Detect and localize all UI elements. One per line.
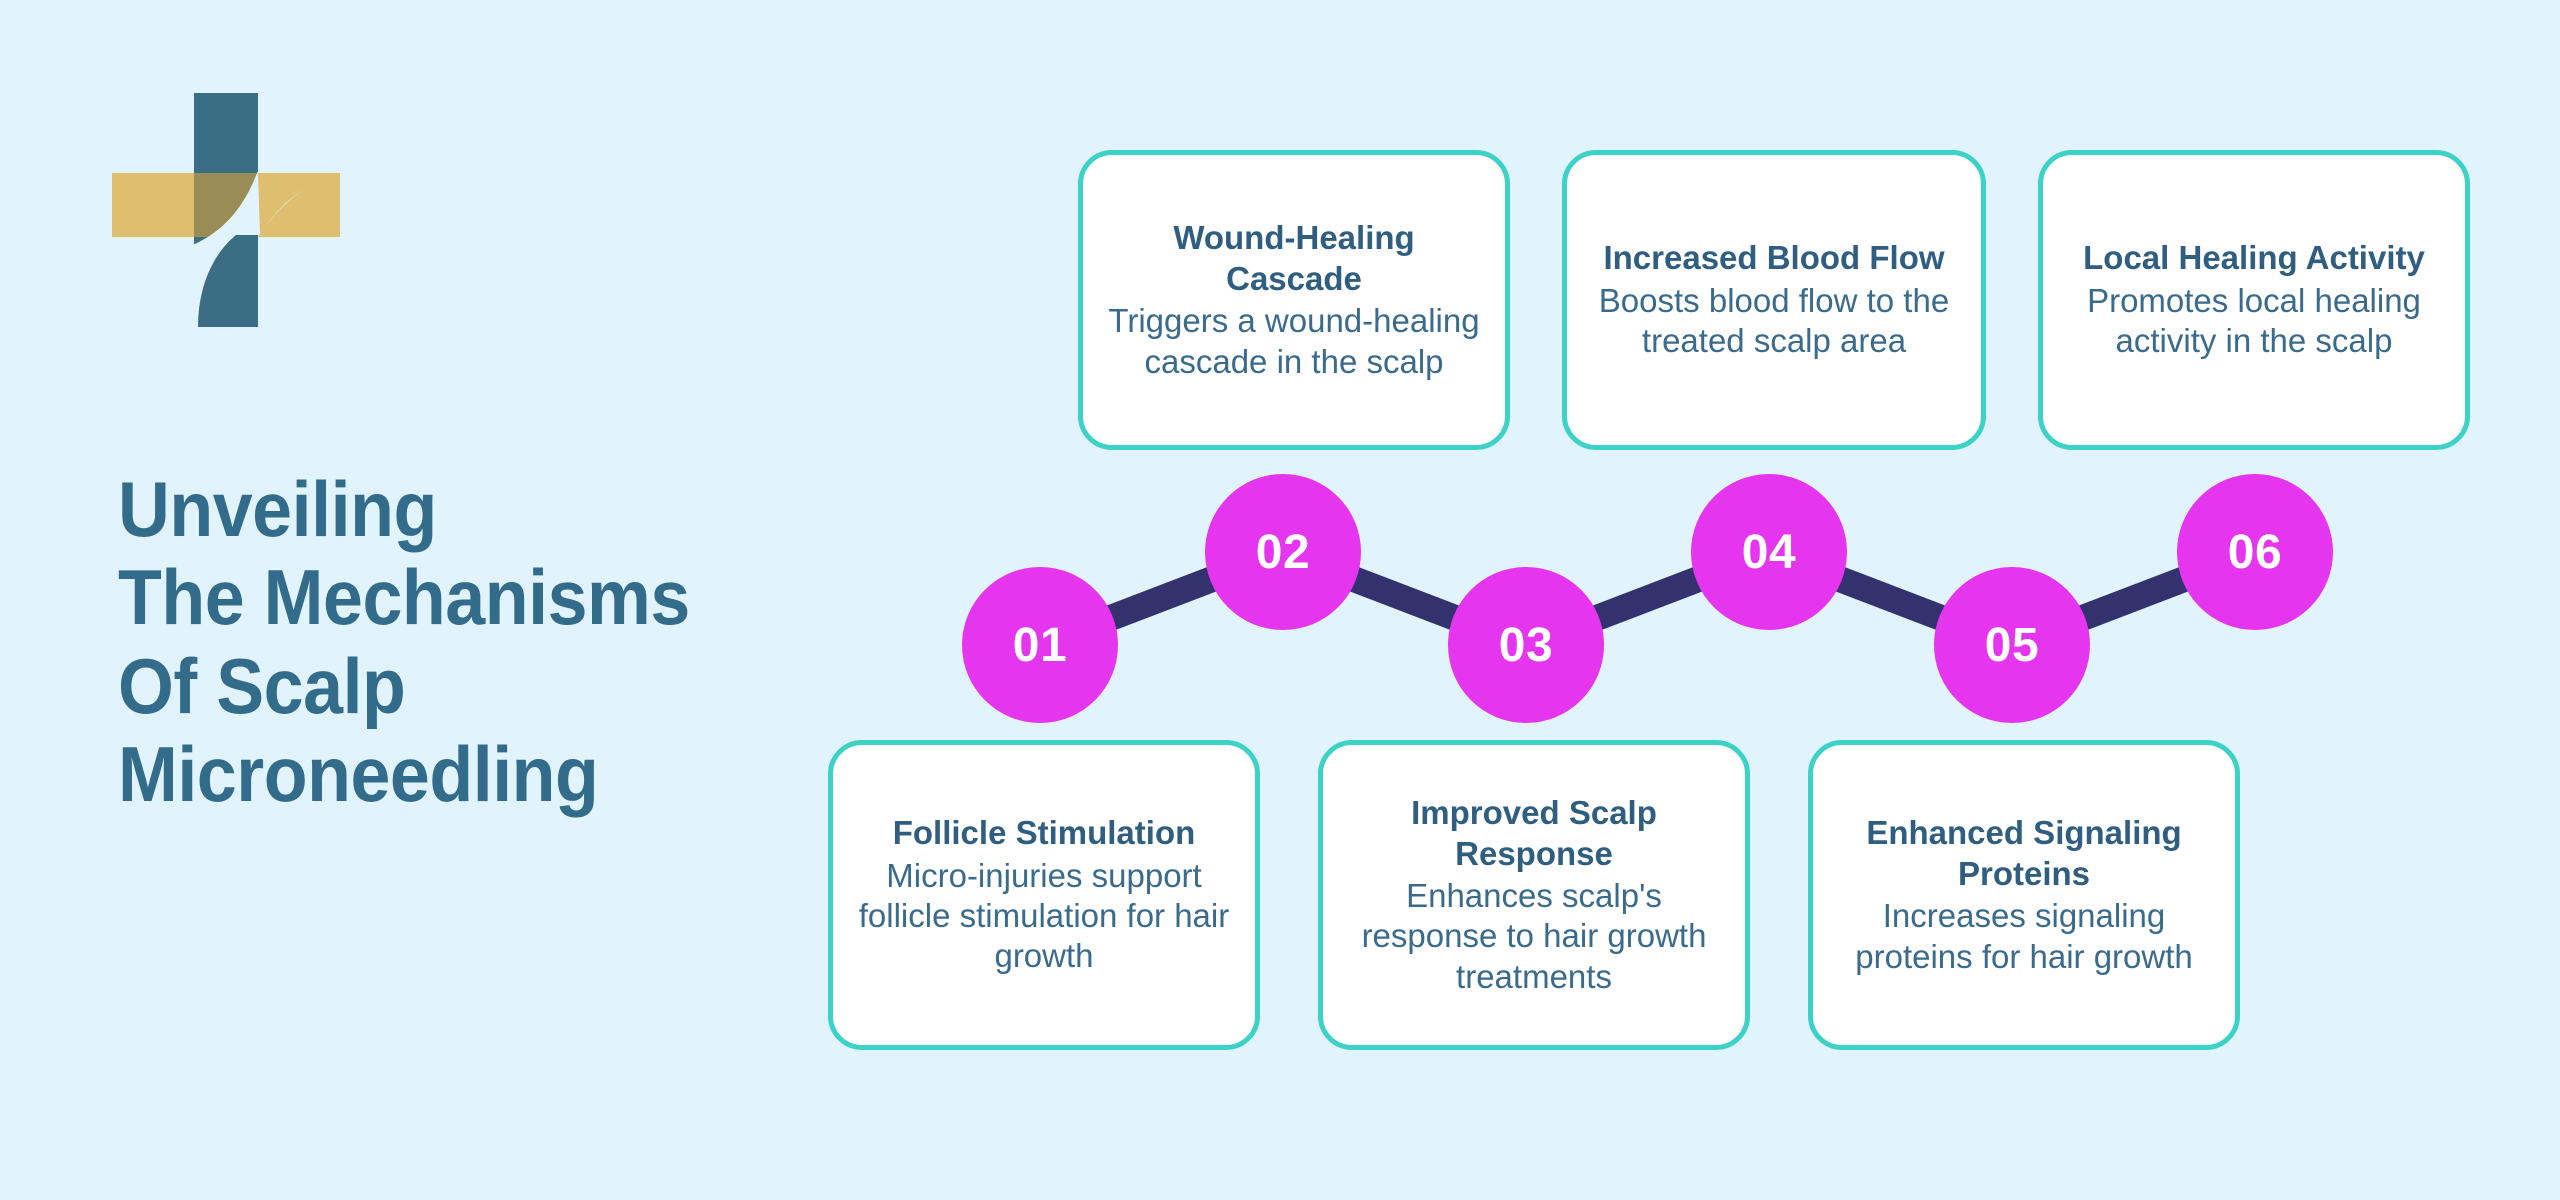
card-description: Micro-injuries support follicle stimulat…	[858, 856, 1230, 975]
step-node-01[interactable]: 01	[962, 567, 1118, 723]
step-node-03[interactable]: 03	[1448, 567, 1604, 723]
card-title: Local Healing Activity	[2083, 239, 2425, 277]
step-node-05[interactable]: 05	[1934, 567, 2090, 723]
zigzag-timeline: 01 02 03 04 05 06	[940, 450, 2420, 750]
cross-swoosh-logo	[110, 85, 342, 335]
card-title: Wound-Healing Cascade	[1173, 219, 1415, 297]
step-node-02[interactable]: 02	[1205, 474, 1361, 630]
page-title: Unveiling The Mechanisms Of Scalp Micron…	[118, 465, 690, 818]
info-card-increased-blood-flow[interactable]: Increased Blood Flow Boosts blood flow t…	[1562, 150, 1986, 450]
card-title: Enhanced Signaling Proteins	[1866, 814, 2182, 892]
info-card-local-healing-activity[interactable]: Local Healing Activity Promotes local he…	[2038, 150, 2470, 450]
info-card-improved-scalp-response[interactable]: Improved Scalp Response Enhances scalp's…	[1318, 740, 1750, 1050]
card-description: Boosts blood flow to the treated scalp a…	[1598, 282, 1950, 360]
card-title: Improved Scalp Response	[1411, 794, 1657, 872]
card-title: Increased Blood Flow	[1603, 239, 1945, 277]
card-description: Increases signaling proteins for hair gr…	[1855, 897, 2193, 975]
card-description: Triggers a wound-healing cascade in the …	[1108, 302, 1480, 380]
card-description: Promotes local healing activity in the s…	[2087, 282, 2421, 360]
card-title: Follicle Stimulation	[892, 814, 1196, 852]
info-card-wound-healing-cascade[interactable]: Wound-Healing Cascade Triggers a wound-h…	[1078, 150, 1510, 450]
info-card-follicle-stimulation[interactable]: Follicle Stimulation Micro-injuries supp…	[828, 740, 1260, 1050]
title-panel: Unveiling The Mechanisms Of Scalp Micron…	[110, 85, 870, 845]
step-node-04[interactable]: 04	[1691, 474, 1847, 630]
info-card-enhanced-signaling-proteins[interactable]: Enhanced Signaling Proteins Increases si…	[1808, 740, 2240, 1050]
card-description: Enhances scalp's response to hair growth…	[1361, 877, 1707, 995]
step-node-06[interactable]: 06	[2177, 474, 2333, 630]
